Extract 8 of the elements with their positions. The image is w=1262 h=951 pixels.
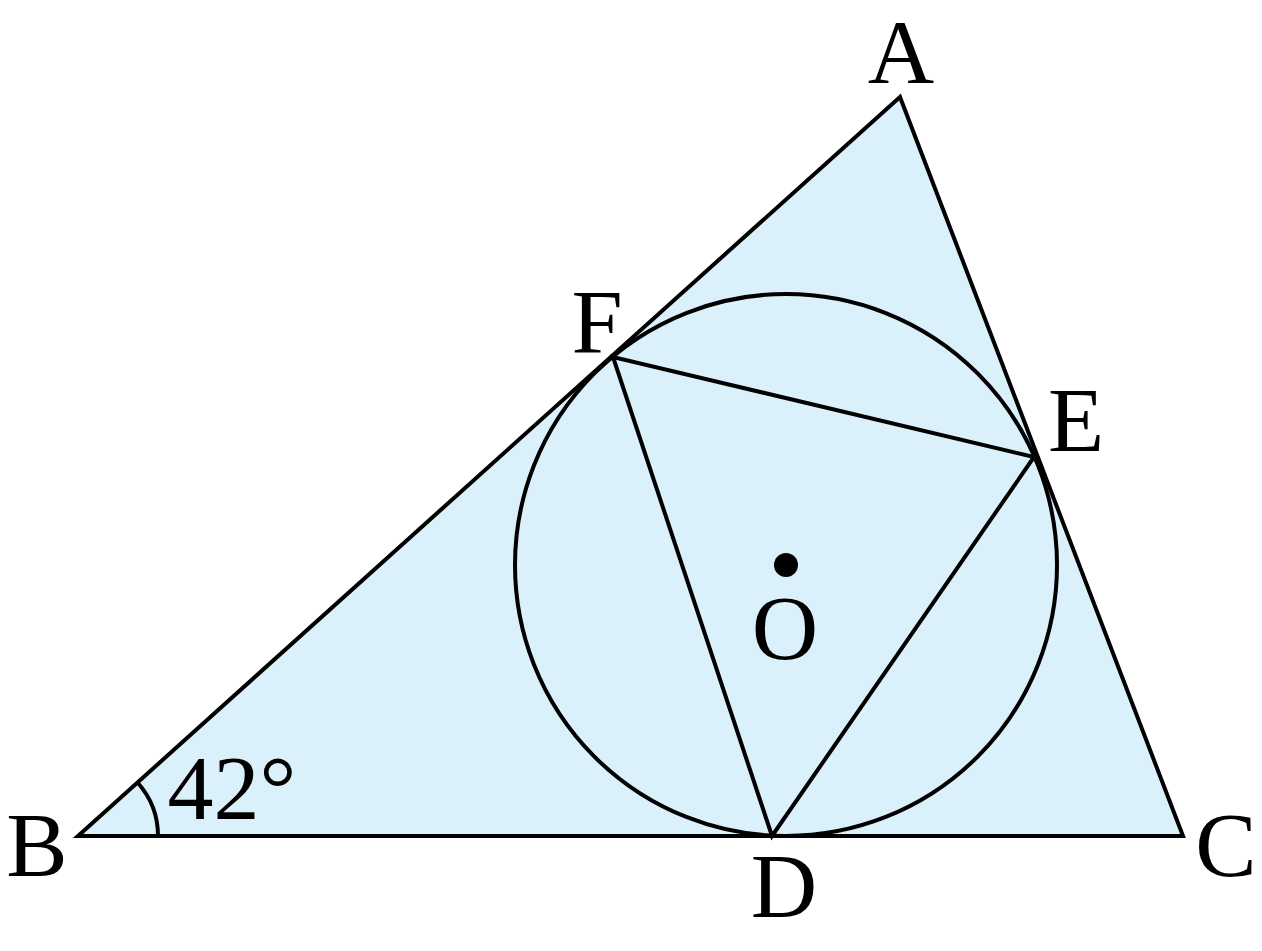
point-label: B <box>6 799 68 891</box>
point-label: D <box>750 840 818 932</box>
point-label: E <box>1047 374 1105 466</box>
point-label: C <box>1195 799 1257 891</box>
angle-label: 42° <box>167 742 297 834</box>
point-label: A <box>867 6 935 98</box>
point-label: O <box>751 582 819 674</box>
point-label: F <box>571 276 623 368</box>
